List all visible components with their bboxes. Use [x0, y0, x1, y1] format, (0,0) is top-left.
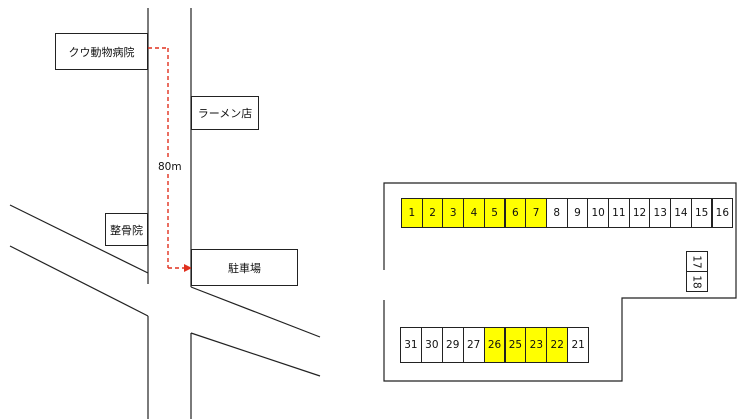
parking-space-27: 27: [462, 327, 485, 363]
parking-space-9: 9: [566, 198, 589, 228]
parking-space-14: 14: [670, 198, 692, 228]
clinic-label: クウ動物病院: [55, 33, 148, 70]
parking-space-5: 5: [483, 198, 506, 228]
parking-space-26: 26: [483, 327, 506, 363]
parking-space-6: 6: [504, 198, 527, 228]
parking-space-25: 25: [504, 327, 527, 363]
parking-space-15: 15: [690, 198, 713, 228]
parking-space-30: 30: [420, 327, 443, 363]
route-arrow-head: [184, 264, 192, 272]
diagonal-street-lower-right: [190, 332, 321, 377]
parking-space-number: 18: [691, 274, 703, 289]
parking-space-16: 16: [711, 198, 734, 228]
diagonal-street-lower-left: [9, 245, 149, 317]
diagonal-street-upper-right: [190, 286, 321, 338]
parking-space-11: 11: [608, 198, 630, 228]
parking-space-12: 12: [628, 198, 651, 228]
parking-space-10: 10: [587, 198, 609, 228]
parking-space-number: 17: [691, 254, 703, 269]
parking-space-31: 31: [400, 327, 422, 363]
parking-space-22: 22: [546, 327, 569, 363]
parking-lot-outline: [383, 182, 737, 382]
parking-space-3: 3: [442, 198, 465, 228]
parking-space-23: 23: [525, 327, 548, 363]
parking-space-18: 18: [686, 271, 708, 292]
diagonal-street-upper-left: [9, 204, 149, 274]
parking-space-7: 7: [525, 198, 547, 228]
parking-label: 駐車場: [191, 249, 298, 286]
route-distance-label: 80m: [157, 160, 183, 174]
parking-space-1: 1: [401, 198, 423, 228]
parking-space-8: 8: [545, 198, 568, 228]
parking-space-29: 29: [441, 327, 464, 363]
walking-route: [148, 47, 184, 269]
bonesetter-label: 整骨院: [105, 213, 148, 246]
parking-space-13: 13: [649, 198, 672, 228]
ramen-shop-label: ラーメン店: [191, 96, 259, 130]
parking-space-4: 4: [463, 198, 485, 228]
parking-space-21: 21: [567, 327, 590, 363]
parking-space-2: 2: [421, 198, 444, 228]
parking-space-17: 17: [686, 251, 708, 272]
